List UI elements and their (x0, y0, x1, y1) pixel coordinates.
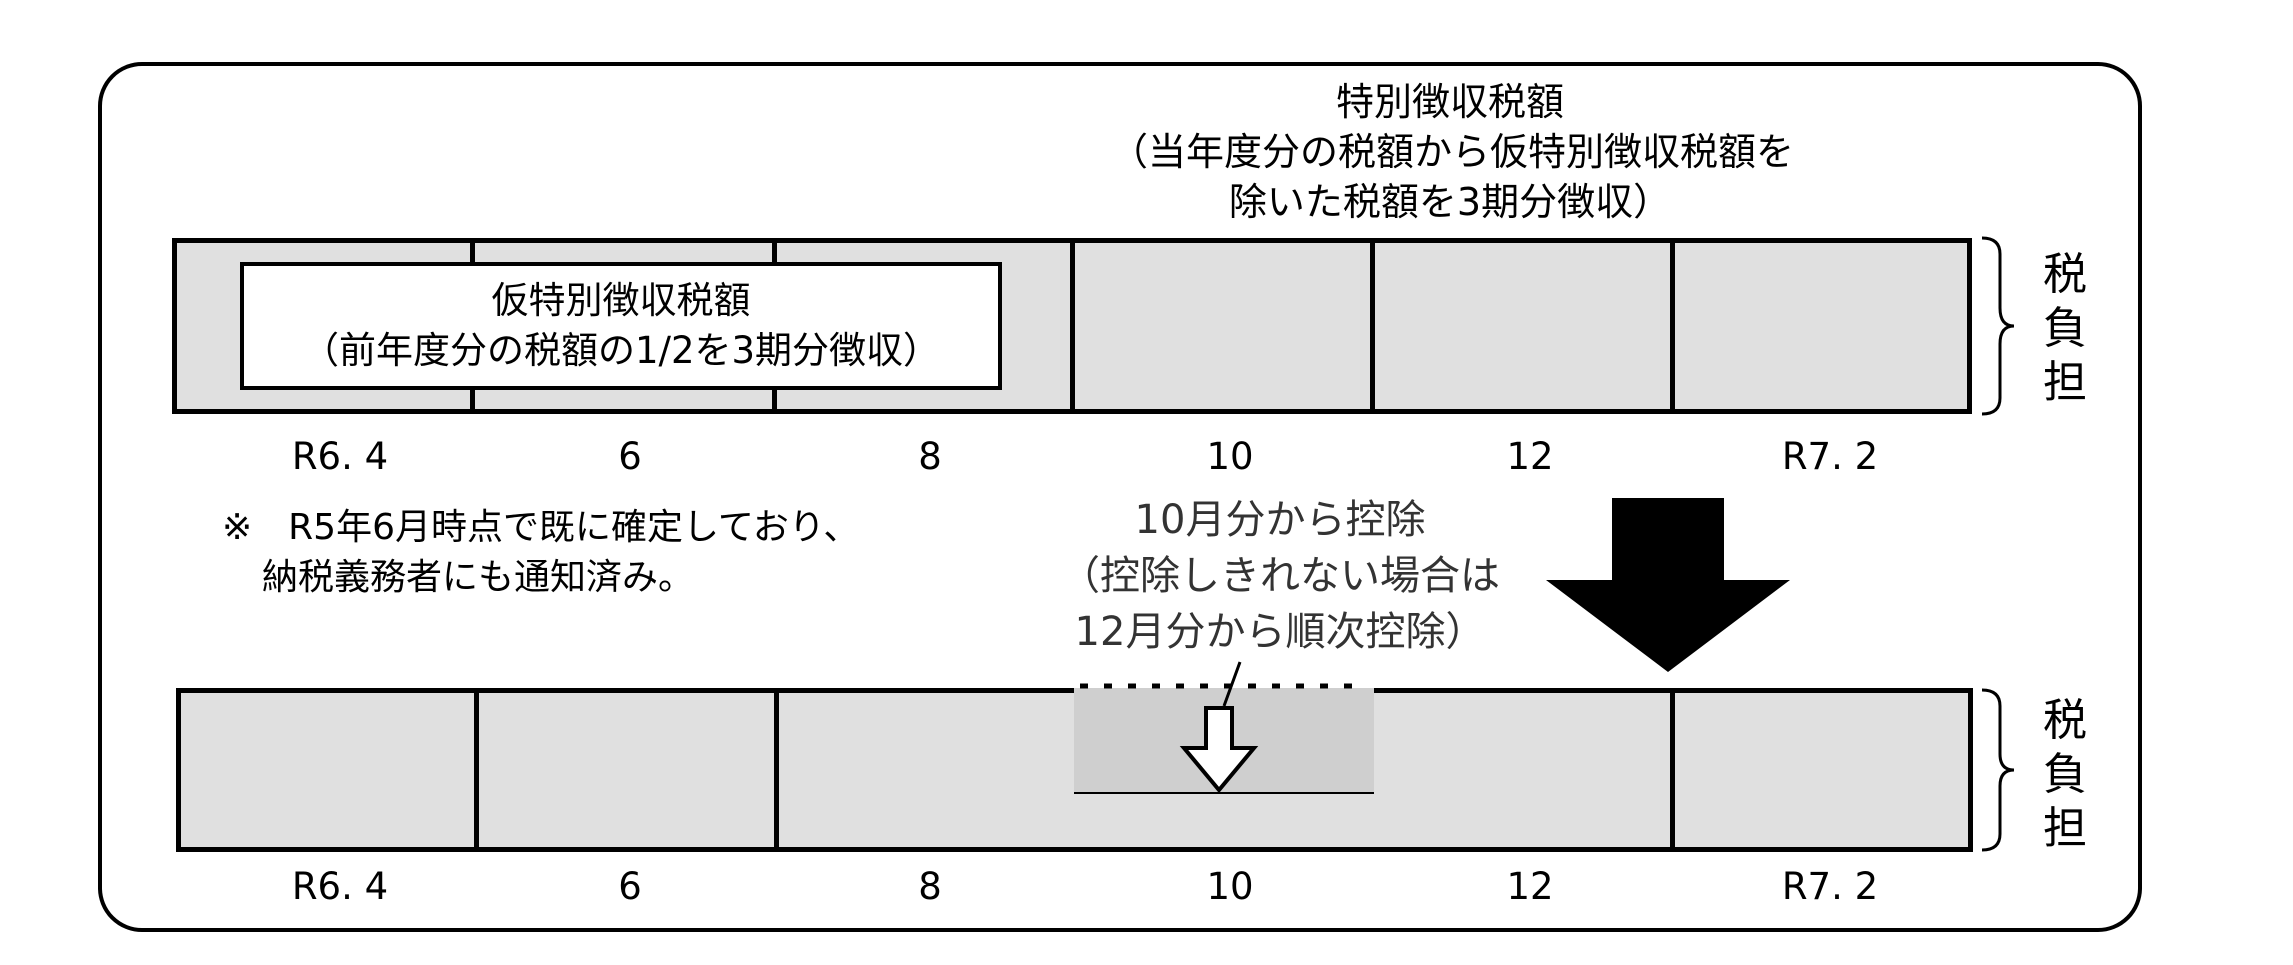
remaining-portion (1074, 794, 1374, 852)
bottom-divider-5 (1670, 688, 1675, 852)
bottom-brace-icon (1981, 688, 2015, 852)
special-collection-note-2: 除いた税額を3期分徴収） (1228, 180, 1672, 224)
top-month-label-5: 12 (1506, 435, 1554, 478)
small-down-arrow-icon (1179, 706, 1259, 794)
bottom-month-label-1: R6. 4 (291, 865, 389, 908)
bottom-divider-2 (774, 688, 779, 852)
top-divider-4 (1370, 238, 1375, 414)
special-collection-title: 特別徴収税額 (1335, 80, 1564, 124)
provisional-note: （前年度分の税額の1/2を3期分徴収） (301, 329, 941, 372)
bottom-month-label-6: R7. 2 (1781, 865, 1879, 908)
leader-line (1222, 661, 1242, 707)
diagram-frame (98, 62, 2142, 932)
deduction-line-2: （控除しきれない場合は (1060, 553, 1500, 599)
provisional-collection-box: 仮特別徴収税額 （前年度分の税額の1/2を3期分徴収） (240, 262, 1002, 390)
provisional-title: 仮特別徴収税額 (491, 279, 751, 322)
deduction-line-1: 10月分から控除 (1134, 497, 1426, 543)
remark-line-2: 納税義務者にも通知済み。 (262, 557, 695, 598)
bottom-month-label-5: 12 (1506, 865, 1554, 908)
bottom-tax-bar-left (176, 688, 1079, 852)
bottom-month-label-3: 8 (918, 865, 942, 908)
top-month-label-4: 10 (1206, 435, 1254, 478)
top-month-label-2: 6 (618, 435, 642, 478)
tax-burden-top: 税 負 担 (2043, 249, 2087, 408)
deduction-line-3: 12月分から順次控除） (1074, 609, 1486, 655)
top-brace-icon (1981, 236, 2015, 416)
top-divider-3 (1070, 238, 1075, 414)
top-month-label-3: 8 (918, 435, 942, 478)
top-month-label-1: R6. 4 (291, 435, 389, 478)
big-down-arrow-icon (1546, 498, 1790, 672)
bottom-month-label-4: 10 (1206, 865, 1254, 908)
top-month-label-6: R7. 2 (1781, 435, 1879, 478)
bottom-month-label-2: 6 (618, 865, 642, 908)
bottom-divider-1 (474, 688, 479, 852)
special-collection-note-1: （当年度分の税額から仮特別徴収税額を (1110, 130, 1795, 174)
remark-line-1: ※ R5年6月時点で既に確定しており、 (222, 507, 860, 548)
top-divider-5 (1670, 238, 1675, 414)
tax-burden-bottom: 税 負 担 (2043, 695, 2087, 854)
